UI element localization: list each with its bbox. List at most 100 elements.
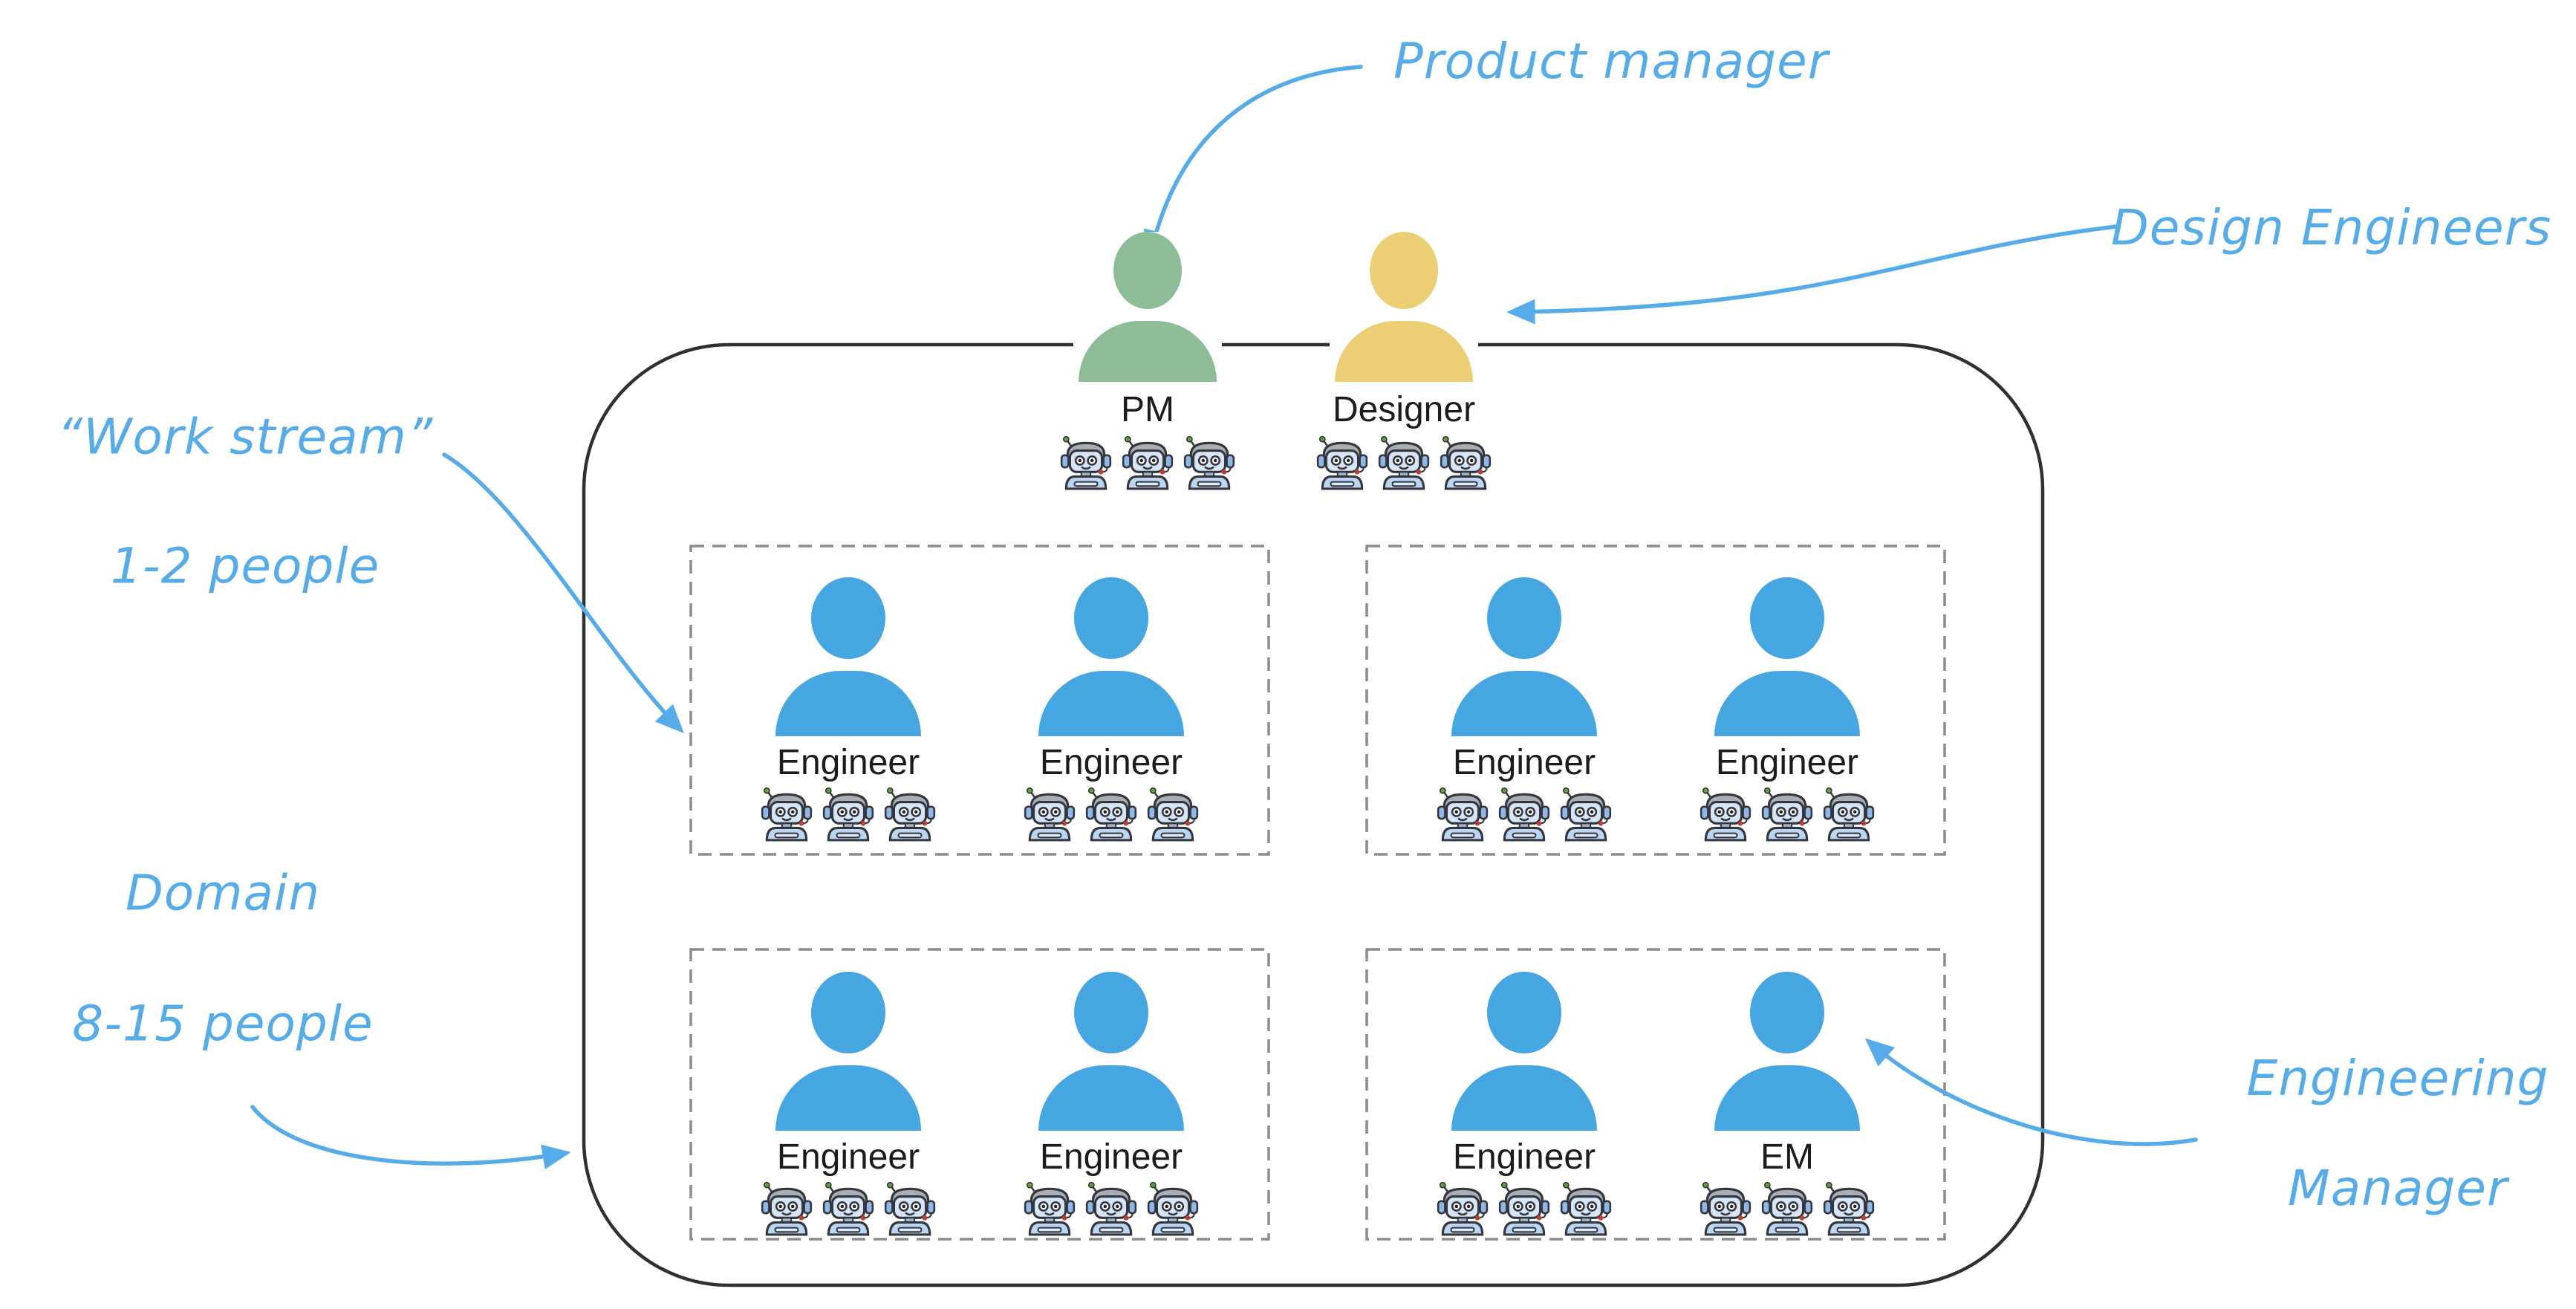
person-icon: [1487, 577, 1561, 659]
robot-icon: [1498, 787, 1550, 842]
person-icon: [1750, 577, 1824, 659]
person-role-label: EM: [1760, 1137, 1814, 1177]
person-engineer: Engineer: [1434, 972, 1615, 1236]
person-icon: [1714, 1065, 1860, 1131]
agent-robots: [1313, 435, 1494, 490]
workstream-box: Engineer: [1367, 546, 1945, 886]
product-manager-label: Product manager: [1393, 33, 1829, 90]
robot-icon: [884, 1181, 936, 1236]
agent-robots: [758, 1181, 939, 1236]
person-engineer: Engineer: [758, 972, 939, 1236]
robot-icon: [822, 787, 874, 842]
engineering-manager-line1: Engineering: [2246, 1050, 2549, 1107]
person-icon: [1335, 321, 1473, 382]
person-icon: [1714, 671, 1860, 736]
person-em: EM: [1697, 972, 1878, 1236]
robot-icon: [822, 1181, 874, 1236]
person-icon: [811, 577, 885, 659]
robot-icon: [1437, 1181, 1489, 1236]
person-icon: [1113, 232, 1182, 309]
person-role-label: PM: [1121, 390, 1174, 429]
robot-icon: [761, 1181, 813, 1236]
person-icon: [1074, 577, 1148, 659]
person-icon: [1038, 1065, 1184, 1131]
person-engineer: Engineer: [1021, 972, 1202, 1236]
workstream-box-outline-3: [689, 948, 1270, 1241]
person-engineer: Engineer: [1697, 577, 1878, 842]
work-stream-label: “Work stream”: [56, 408, 434, 466]
person-icon: [1487, 972, 1561, 1053]
person-engineer: Engineer: [1021, 577, 1202, 842]
robot-icon: [1378, 435, 1430, 490]
person-engineer: Engineer: [758, 577, 939, 842]
engineering-manager-label: Engineering Manager: [2247, 1024, 2549, 1244]
robot-icon: [1024, 1181, 1076, 1236]
robot-icon: [1147, 1181, 1199, 1236]
robot-icon: [1437, 787, 1489, 842]
agent-robots: [1434, 1181, 1615, 1236]
person-icon: [1074, 972, 1148, 1053]
person-role-label: Engineer: [776, 1137, 920, 1177]
design-engineers-arrow: [1506, 224, 2118, 325]
robot-icon: [1147, 787, 1199, 842]
robot-icon: [1440, 435, 1492, 490]
person-designer: Designer: [1316, 232, 1492, 490]
domain-boundary: [582, 342, 2045, 1287]
agent-robots: [1434, 787, 1615, 842]
person-icon: [1451, 1065, 1597, 1131]
workstream-box: Engineer: [691, 546, 1269, 886]
robot-icon: [1085, 787, 1137, 842]
person-role-label: Designer: [1332, 390, 1476, 429]
agent-robots: [1697, 1181, 1878, 1236]
person-pm: PM: [1060, 232, 1235, 490]
workstream-box-outline-1: [689, 545, 1270, 856]
robot-icon: [761, 787, 813, 842]
person-role-label: Engineer: [1715, 743, 1859, 782]
robot-icon: [1560, 1181, 1612, 1236]
workstream-box-outline-2: [1365, 545, 1946, 856]
workstream-box: Engineer: [1367, 949, 1945, 1261]
person-icon: [1750, 972, 1824, 1053]
robot-icon: [1761, 1181, 1813, 1236]
robot-icon: [1085, 1181, 1137, 1236]
robot-icon: [1700, 1181, 1752, 1236]
agent-robots: [758, 787, 939, 842]
agent-robots: [1697, 787, 1878, 842]
robot-icon: [1560, 787, 1612, 842]
person-role-label: Engineer: [1452, 1137, 1596, 1177]
person-role-label: Engineer: [776, 743, 920, 782]
workstream-box: Engineer: [691, 949, 1269, 1261]
robot-icon: [1823, 787, 1875, 842]
robot-icon: [1122, 435, 1174, 490]
agent-robots: [1057, 435, 1238, 490]
product-manager-arrow: [1143, 65, 1363, 259]
robot-icon: [884, 787, 936, 842]
design-engineers-label: Design Engineers: [2111, 199, 2552, 256]
work-stream-arrow: [442, 452, 684, 733]
robot-icon: [1700, 787, 1752, 842]
robot-icon: [1823, 1181, 1875, 1236]
person-engineer: Engineer: [1434, 577, 1615, 842]
engineering-manager-arrow: [1864, 1038, 2198, 1146]
person-icon: [811, 972, 885, 1053]
person-icon: [1038, 671, 1184, 736]
person-icon: [1370, 232, 1438, 309]
person-role-label: Engineer: [1452, 743, 1596, 782]
person-role-label: Engineer: [1039, 1137, 1183, 1177]
robot-icon: [1498, 1181, 1550, 1236]
robot-icon: [1024, 787, 1076, 842]
agent-robots: [1021, 1181, 1202, 1236]
robot-icon: [1183, 435, 1235, 490]
person-icon: [775, 1065, 921, 1131]
domain-arrow: [250, 1105, 571, 1170]
person-icon: [775, 671, 921, 736]
domain-size-label: 8-15 people: [72, 995, 374, 1053]
person-icon: [1079, 321, 1217, 382]
work-stream-size-label: 1-2 people: [110, 537, 380, 595]
robot-icon: [1316, 435, 1368, 490]
robot-icon: [1761, 787, 1813, 842]
robot-icon: [1060, 435, 1112, 490]
engineering-manager-line2: Manager: [2287, 1160, 2508, 1217]
